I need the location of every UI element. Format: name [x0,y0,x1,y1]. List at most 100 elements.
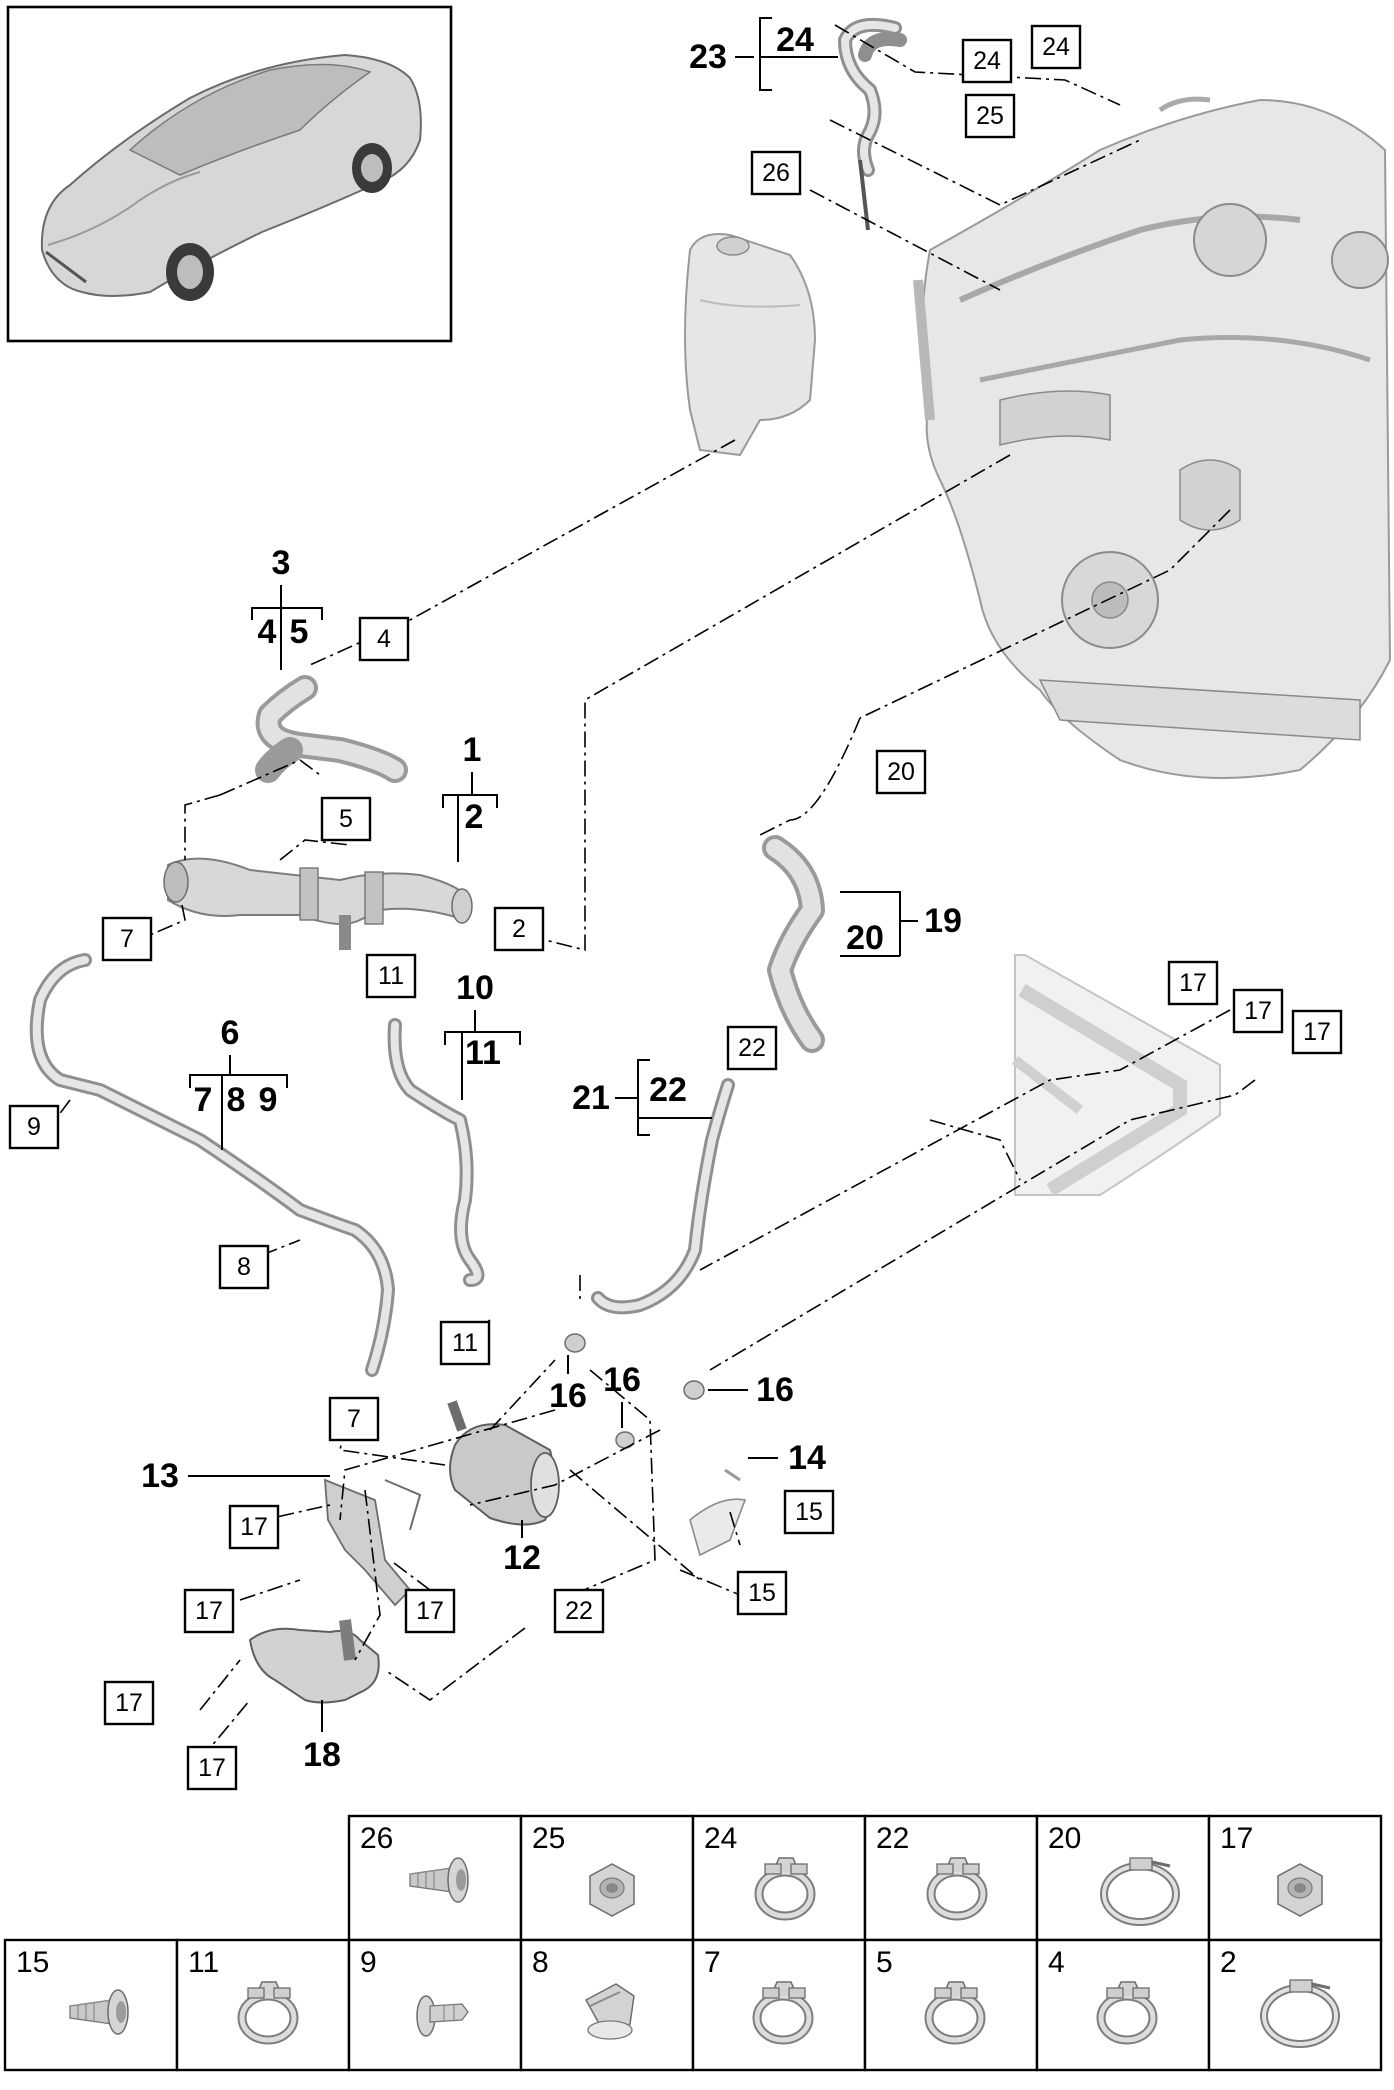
callout-22-a: 22 [726,1025,778,1071]
callout-9: 9 [8,1104,60,1150]
callout-22-b: 22 [553,1588,605,1634]
svg-text:22: 22 [738,1034,766,1062]
svg-text:16: 16 [603,1361,641,1399]
svg-text:5: 5 [876,1946,893,1979]
svg-text:3: 3 [272,544,291,582]
coolant-hose-19 [762,835,825,1053]
svg-text:15: 15 [748,1579,776,1607]
svg-text:17: 17 [1220,1822,1253,1855]
svg-text:11: 11 [378,962,404,990]
fastener-table-top-row: 26 25 24 22 20 [347,1814,1383,1942]
fastener-cell-2: 2 [1207,1938,1383,2072]
svg-text:7: 7 [194,1081,213,1119]
thermostat-housing-18 [248,1619,380,1704]
callout-4: 4 [358,616,410,662]
callout-15-b: 15 [736,1570,788,1616]
svg-text:24: 24 [973,47,1001,75]
svg-text:9: 9 [259,1081,278,1119]
svg-text:4: 4 [377,625,391,653]
svg-text:17: 17 [1303,1018,1331,1046]
bracket-13 [323,1478,422,1607]
reservoir-icon [684,233,817,457]
svg-text:5: 5 [339,805,353,833]
callout-17-c: 17 [1291,1009,1343,1055]
fastener-cell-26: 26 [347,1814,523,1942]
svg-text:13: 13 [141,1457,179,1495]
fastener-cell-7: 7 [691,1938,867,2072]
coolant-line-23 [838,18,907,231]
svg-text:8: 8 [237,1253,251,1281]
svg-text:22: 22 [565,1597,593,1625]
svg-text:17: 17 [416,1597,444,1625]
svg-text:4: 4 [258,613,277,651]
fastener-cell-9: 9 [347,1938,523,2072]
fastener-cell-24: 24 [691,1814,867,1942]
svg-text:15: 15 [795,1498,823,1526]
svg-text:20: 20 [887,758,915,786]
part-label-13: 13 [141,1457,330,1495]
svg-text:17: 17 [240,1513,268,1541]
svg-text:10: 10 [456,969,494,1007]
part-label-16-a: 16 [549,1355,587,1415]
svg-text:15: 15 [16,1946,49,1979]
callout-11-b: 11 [439,1320,491,1366]
fastener-cell-15: 15 [3,1938,179,2072]
heat-shield-14 [689,1468,747,1557]
svg-text:11: 11 [188,1946,219,1979]
svg-text:21: 21 [572,1079,610,1117]
svg-text:23: 23 [689,38,727,76]
svg-text:8: 8 [532,1946,549,1979]
svg-text:8: 8 [227,1081,246,1119]
svg-text:4: 4 [1048,1946,1065,1979]
svg-text:2: 2 [512,915,526,943]
svg-text:25: 25 [532,1822,565,1855]
group-label-19: 19 20 [840,891,962,957]
coolant-hose-10 [387,1018,485,1287]
svg-text:17: 17 [195,1597,223,1625]
callout-17-d: 17 [228,1504,280,1550]
callout-17-b: 17 [1232,988,1284,1034]
coolant-line-6 [29,953,395,1377]
coolant-pipe-21 [591,1078,735,1315]
svg-text:2: 2 [465,798,484,836]
callout-7-b: 7 [328,1396,380,1442]
svg-text:14: 14 [788,1439,826,1477]
svg-text:22: 22 [876,1822,909,1855]
fastener-cell-8: 8 [519,1938,695,2072]
fastener-cell-11: 11 [175,1938,351,2072]
fastener-cell-5: 5 [863,1938,1039,2072]
fastener-cell-22: 22 [863,1814,1039,1942]
part-label-12: 12 [503,1520,541,1577]
callout-7-a: 7 [101,916,153,962]
callout-11-a: 11 [365,953,417,999]
group-label-6: 6 7 8 9 [189,1014,288,1150]
coolant-pipe-1 [163,857,473,950]
fastener-table-bottom-row: 15 11 9 8 7 [3,1938,1383,2072]
svg-text:17: 17 [1179,969,1207,997]
svg-text:9: 9 [360,1946,377,1979]
svg-text:19: 19 [924,902,962,940]
svg-text:11: 11 [465,1034,501,1072]
svg-text:7: 7 [120,925,134,953]
part-label-18: 18 [303,1700,341,1774]
fastener-table: 26 25 24 22 20 [3,1814,1383,2072]
fastener-cell-17: 17 [1207,1814,1383,1942]
callout-17-e: 17 [183,1588,235,1634]
frame-icon [1011,954,1221,1196]
callout-5: 5 [320,796,372,842]
fastener-cell-25: 25 [519,1814,695,1942]
part-label-14: 14 [748,1439,826,1477]
svg-text:25: 25 [976,102,1004,130]
fastener-cell-20: 20 [1035,1814,1211,1942]
callout-25: 25 [964,93,1016,139]
callout-17-a: 17 [1167,960,1219,1006]
part-label-16-c: 16 [708,1371,794,1409]
hose-clamp-16 [564,1333,705,1449]
coolant-hose-3 [255,675,408,783]
svg-text:6: 6 [221,1014,240,1052]
callout-17-g: 17 [103,1680,155,1726]
callout-17-h: 17 [186,1745,238,1791]
svg-text:18: 18 [303,1736,341,1774]
callout-26: 26 [750,150,802,196]
